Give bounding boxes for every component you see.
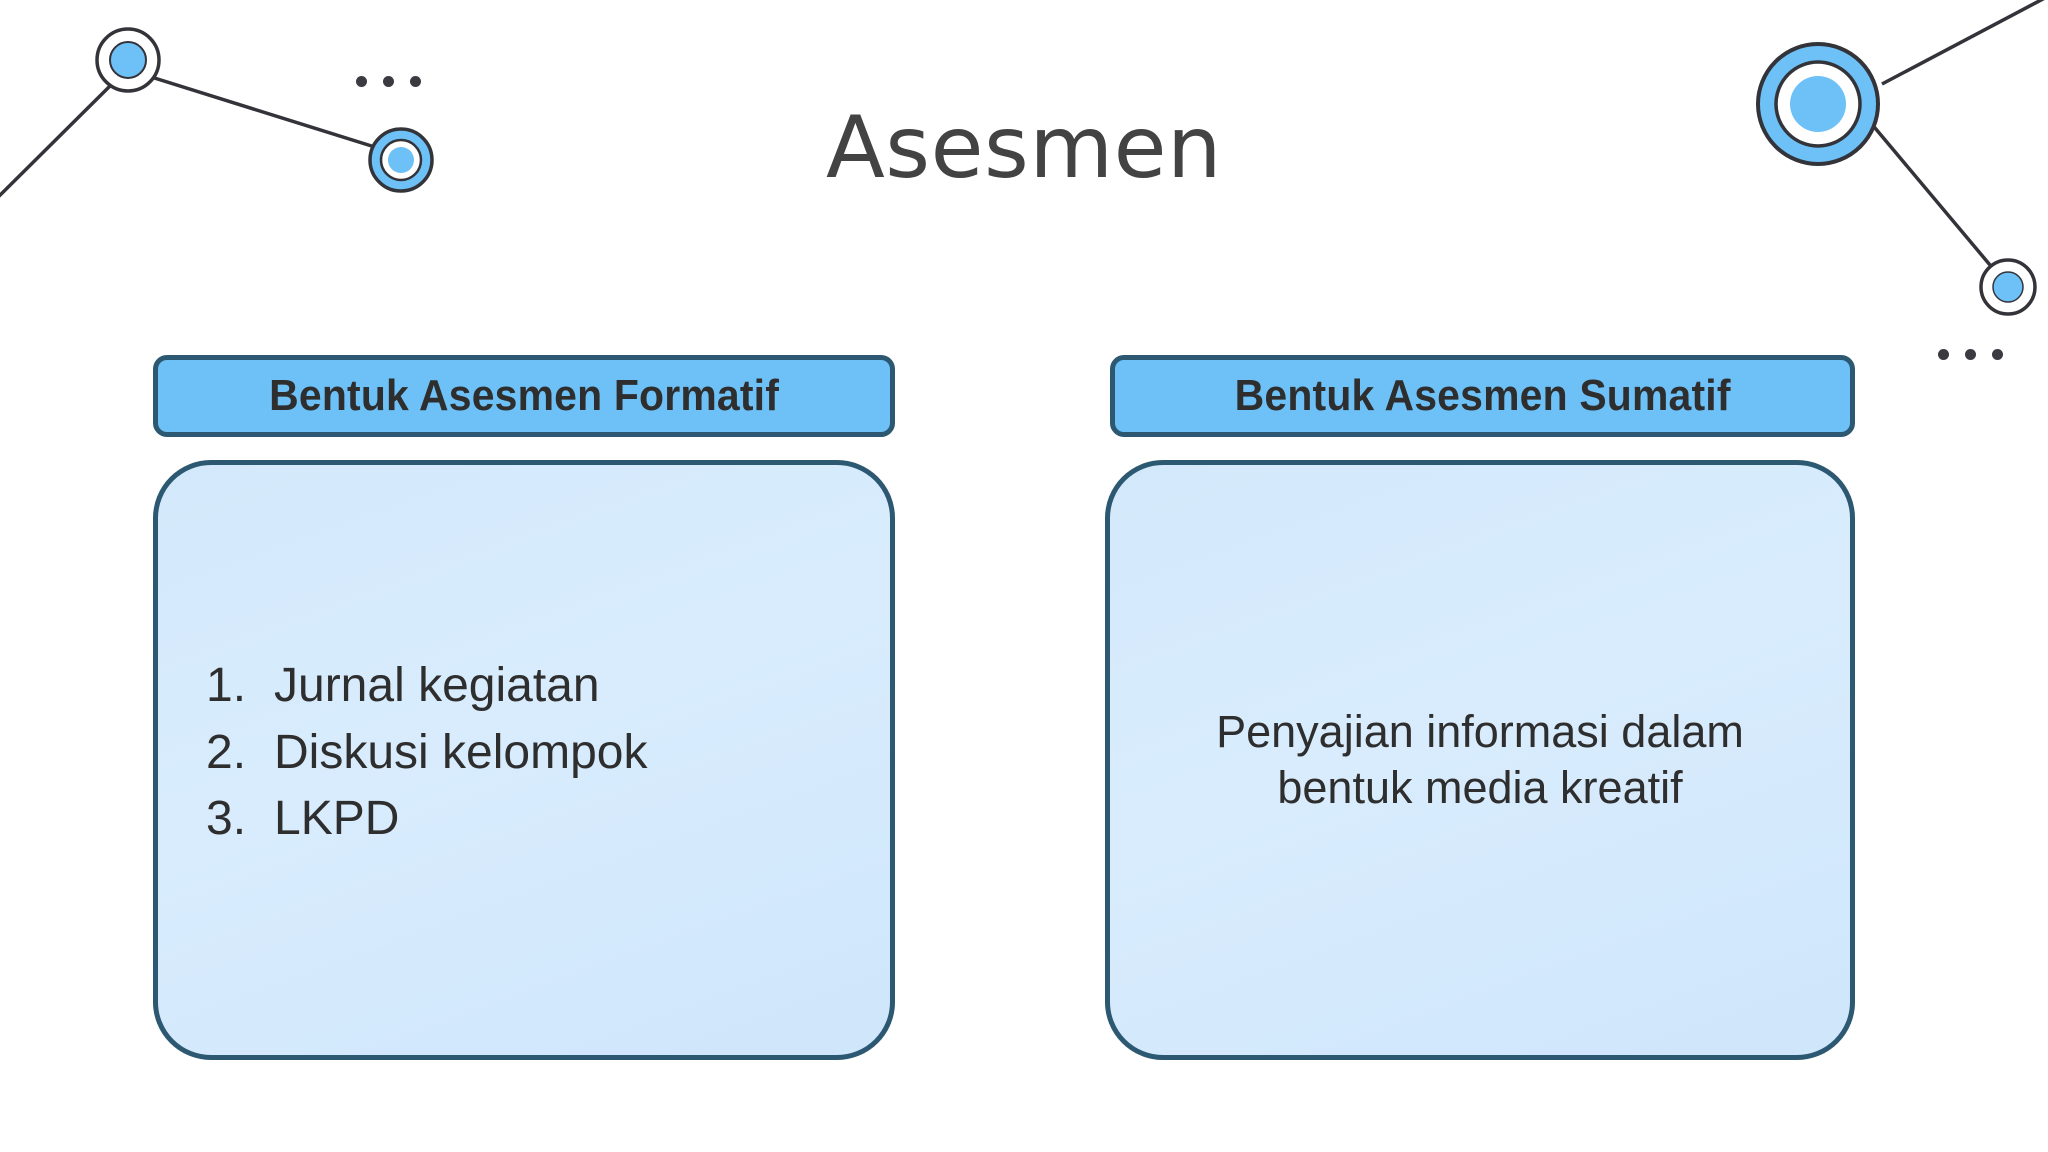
sumatif-paragraph: Penyajian informasi dalam bentuk media k… (1162, 704, 1798, 817)
list-marker: 2. (206, 725, 247, 779)
card-body-formatif: 1. Jurnal kegiatan 2. Diskusi kelompok 3… (153, 460, 895, 1060)
node-ring-outer-4 (1979, 258, 2037, 316)
card-header-label-formatif: Bentuk Asesmen Formatif (269, 371, 779, 420)
paragraph-line: bentuk media kreatif (1277, 762, 1683, 813)
page-title: Asesmen (825, 98, 1223, 198)
dot (1965, 349, 1976, 360)
ellipsis-dots-right (1938, 349, 2003, 360)
dot (410, 76, 421, 87)
list-label: LKPD (274, 792, 400, 846)
paragraph-line: Penyajian informasi dalam (1216, 705, 1744, 757)
card-header-sumatif: Bentuk Asesmen Sumatif (1110, 355, 1855, 437)
node-ring-outer-1 (95, 27, 161, 93)
dot (383, 76, 394, 87)
list-item: 2. Diskusi kelompok (206, 725, 890, 780)
node-dot-4 (1992, 271, 2024, 303)
node-dot-1 (109, 41, 147, 79)
list-marker: 3. (206, 792, 247, 846)
dot (356, 76, 367, 87)
formatif-list: 1. Jurnal kegiatan 2. Diskusi kelompok 3… (158, 658, 890, 860)
card-header-formatif: Bentuk Asesmen Formatif (153, 355, 895, 437)
list-label: Jurnal kegiatan (274, 658, 600, 712)
ellipsis-dots-top-left (356, 76, 421, 87)
dot (1992, 349, 2003, 360)
list-item: 1. Jurnal kegiatan (206, 658, 890, 713)
list-item: 3. LKPD (206, 793, 890, 846)
dot (1938, 349, 1949, 360)
list-label: Diskusi kelompok (274, 725, 648, 779)
list-marker: 1. (206, 658, 247, 712)
card-body-sumatif: Penyajian informasi dalam bentuk media k… (1105, 460, 1855, 1060)
card-header-label-sumatif: Bentuk Asesmen Sumatif (1234, 371, 1731, 420)
